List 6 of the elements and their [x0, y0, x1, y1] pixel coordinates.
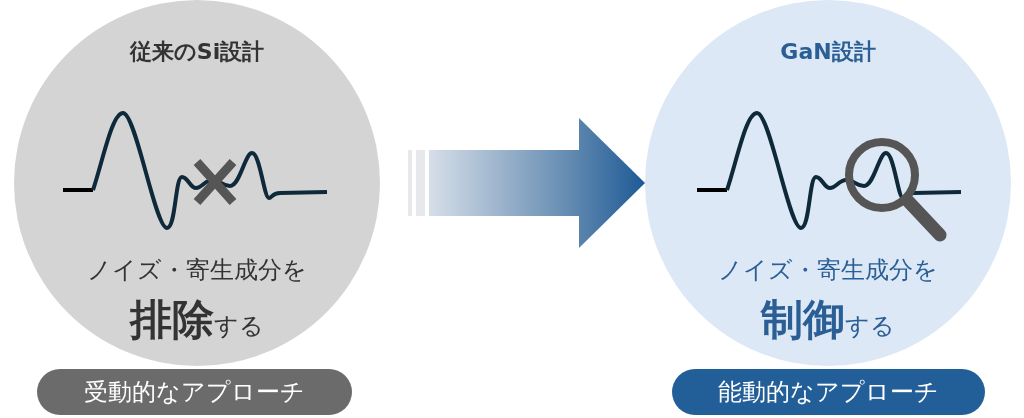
- approach-badge: 能動的なアプローチ: [672, 369, 985, 415]
- panel-statement: ノイズ・寄生成分を排除する: [87, 255, 307, 346]
- panel-title: 従来のSi設計: [129, 38, 265, 66]
- approach-badge: 受動的なアプローチ: [37, 369, 352, 415]
- panel-title: GaN設計: [780, 38, 876, 66]
- panel-statement: ノイズ・寄生成分を制御する: [718, 255, 938, 346]
